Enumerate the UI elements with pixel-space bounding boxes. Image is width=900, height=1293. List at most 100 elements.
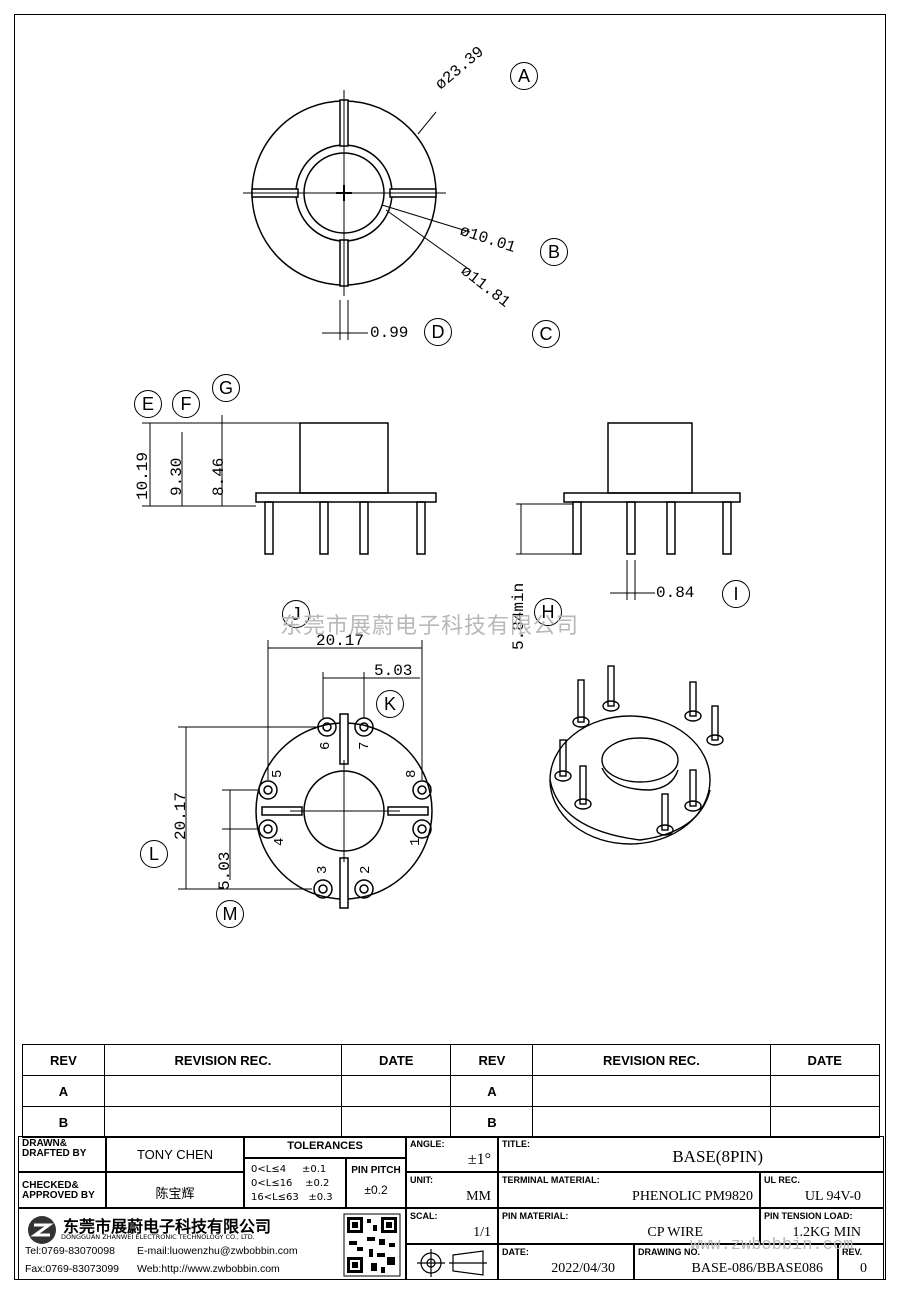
rev-no-value: 0 xyxy=(860,1261,867,1276)
ul-rec-value: UL 94V-0 xyxy=(804,1189,861,1204)
revision-rec-cell xyxy=(103,1106,343,1138)
dim-f-text: 9.30 xyxy=(168,457,186,496)
checked-label: CHECKED& APPROVED BY xyxy=(22,1180,95,1201)
rev-header-2: REV xyxy=(450,1044,534,1076)
company-name-en: DONGGUAN ZHANWEI ELECTRONIC TECHNOLOGY C… xyxy=(61,1233,255,1241)
dim-k-text: 5.03 xyxy=(374,662,413,680)
company-name-cn: 东莞市展蔚电子科技有限公司 xyxy=(63,1217,272,1236)
label-h: H xyxy=(534,598,562,626)
company-logo-icon xyxy=(28,1216,56,1244)
date-cell xyxy=(341,1075,452,1107)
dim-m-text: 5.03 xyxy=(216,851,234,890)
pin-tension-label: PIN TENSION LOAD: xyxy=(764,1211,853,1221)
angle-label: ANGLE: xyxy=(410,1139,445,1149)
rev-no-label: REV. xyxy=(842,1247,863,1257)
watermark: 东莞市展蔚电子科技有限公司 xyxy=(280,614,580,639)
pin-pitch-value: ±0.2 xyxy=(364,1183,388,1197)
tolerances-label: TOLERANCES xyxy=(287,1140,363,1152)
tolerance-row-3: 16<L≤63 ±0.3 xyxy=(251,1192,333,1203)
dim-g-text: 8.46 xyxy=(210,457,228,496)
pin-material-label: PIN MATERIAL: xyxy=(502,1211,569,1221)
projection-symbol-cell xyxy=(406,1244,498,1280)
rev-cell: A xyxy=(450,1075,534,1107)
tolerance-rows-cell: 0<L≤4 ±0.1 0<L≤16 ±0.2 16<L≤63 ±0.3 xyxy=(244,1158,346,1208)
pin-label-1: 1 xyxy=(408,837,424,846)
bottom-view xyxy=(178,640,433,909)
date-header-2: DATE xyxy=(769,1044,881,1076)
title-cell: TITLE: BASE(8PIN) xyxy=(498,1136,884,1172)
dim-l-text: 20.17 xyxy=(172,791,190,840)
drawing-no-cell: DRAWING NO. BASE-086/BBASE086 xyxy=(634,1244,838,1280)
company-cell: 东莞市展蔚电子科技有限公司 DONGGUAN ZHANWEI ELECTRONI… xyxy=(18,1208,406,1280)
unit-cell: UNIT: MM xyxy=(406,1172,498,1208)
rev-cell: B xyxy=(450,1106,534,1138)
unit-label: UNIT: xyxy=(410,1175,433,1185)
pin-material-value: CP WIRE xyxy=(647,1225,703,1240)
terminal-material-cell: TERMINAL MATERIAL: PHENOLIC PM9820 xyxy=(498,1172,760,1208)
scale-cell: SCAL: 1/1 xyxy=(406,1208,498,1244)
company-email: E-mail:luowenzhu@zwbobbin.com xyxy=(137,1245,298,1257)
title-block: DRAWN& DRAFTED BY TONY CHEN CHECKED& APP… xyxy=(18,1136,884,1280)
title-label: TITLE: xyxy=(502,1139,530,1149)
pin-label-6: 6 xyxy=(318,741,334,750)
date-label: DATE: xyxy=(502,1247,529,1257)
company-fax: Fax:0769-83073099 xyxy=(25,1263,119,1275)
pin-pitch-label: PIN PITCH xyxy=(351,1165,401,1176)
date-cell xyxy=(341,1106,452,1138)
dim-e-text: 10.19 xyxy=(134,451,152,500)
pin-tension-cell: PIN TENSION LOAD: 1.2KG MIN xyxy=(760,1208,884,1244)
drawing-no-label: DRAWING NO. xyxy=(638,1247,700,1257)
side-view xyxy=(516,422,741,600)
tolerance-row-1: 0<L≤4 ±0.1 xyxy=(251,1164,327,1175)
label-e: E xyxy=(134,390,162,418)
date-cell xyxy=(769,1075,881,1107)
rev-cell: A xyxy=(22,1075,105,1107)
angle-value: ±1° xyxy=(467,1151,491,1168)
label-i: I xyxy=(722,580,750,608)
pin-tension-value: 1.2KG MIN xyxy=(792,1225,861,1240)
date-cell xyxy=(769,1106,881,1138)
ul-rec-label: UL REC. xyxy=(764,1175,800,1185)
angle-cell: ANGLE: ±1° xyxy=(406,1136,498,1172)
revision-rec-cell xyxy=(103,1075,343,1107)
checked-value-cell: 陈宝辉 xyxy=(106,1172,244,1208)
tolerances-header-cell: TOLERANCES xyxy=(244,1136,406,1158)
unit-value: MM xyxy=(466,1189,491,1204)
label-j: J xyxy=(282,600,310,628)
date-value: 2022/04/30 xyxy=(551,1261,615,1276)
scale-label: SCAL: xyxy=(410,1211,438,1221)
drawing-no-value: BASE-086/BBASE086 xyxy=(691,1261,823,1276)
tolerance-row-2: 0<L≤16 ±0.2 xyxy=(251,1178,330,1189)
label-k: K xyxy=(376,690,404,718)
watermark-url: www.zwbobbin.com xyxy=(690,1236,854,1255)
pin-label-4: 4 xyxy=(272,837,288,846)
date-header: DATE xyxy=(341,1044,452,1076)
pin-label-7: 7 xyxy=(357,741,373,750)
rev-header: REV xyxy=(22,1044,105,1076)
projection-symbol-icon xyxy=(417,1249,487,1277)
checked-value: 陈宝辉 xyxy=(155,1186,195,1201)
qr-code-icon xyxy=(343,1213,401,1277)
front-view xyxy=(142,415,437,555)
drawn-value: TONY CHEN xyxy=(136,1147,214,1162)
drawn-value-cell: TONY CHEN xyxy=(106,1136,244,1172)
top-view xyxy=(243,90,471,340)
revision-rec-header: REVISION REC. xyxy=(103,1044,343,1076)
label-f: F xyxy=(172,390,200,418)
label-m: M xyxy=(216,900,244,928)
label-a: A xyxy=(510,62,538,90)
revision-rec-header-2: REVISION REC. xyxy=(532,1044,771,1076)
terminal-material-label: TERMINAL MATERIAL: xyxy=(502,1175,600,1185)
revision-rec-cell xyxy=(532,1075,771,1107)
pin-label-5: 5 xyxy=(270,769,286,778)
company-web: Web:http://www.zwbobbin.com xyxy=(137,1263,280,1275)
scale-value: 1/1 xyxy=(473,1225,491,1240)
isometric-view xyxy=(549,665,724,845)
dim-d-text: 0.99 xyxy=(370,324,409,342)
terminal-material-value: PHENOLIC PM9820 xyxy=(632,1189,753,1204)
revision-rec-cell xyxy=(532,1106,771,1138)
date-cell: DATE: 2022/04/30 xyxy=(498,1244,634,1280)
rev-cell: B xyxy=(22,1106,105,1138)
checked-label-cell: CHECKED& APPROVED BY xyxy=(18,1172,106,1208)
